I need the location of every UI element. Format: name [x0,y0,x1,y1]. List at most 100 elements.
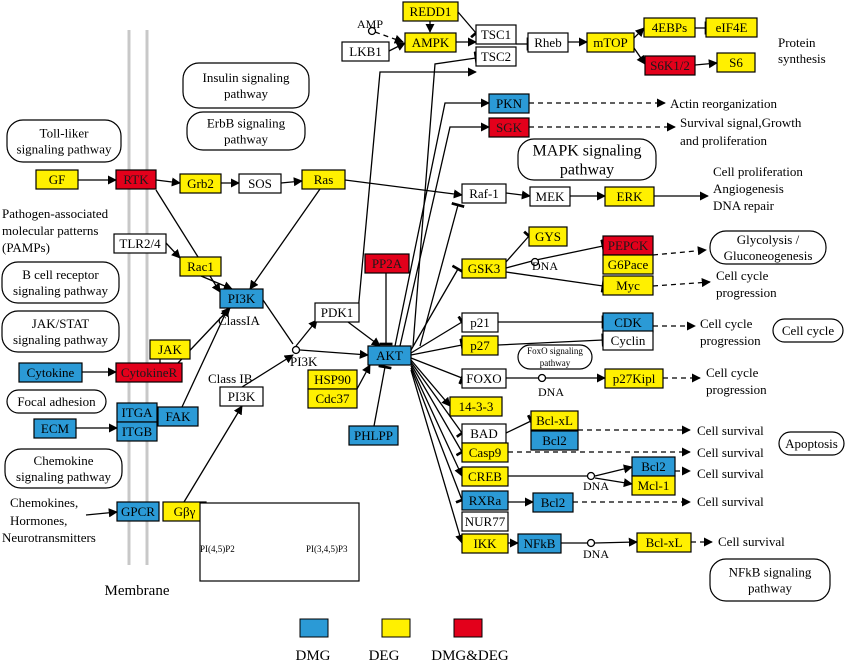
pathway-pill-frame [772,318,844,343]
edge-redd1-tsc1 [457,11,482,39]
amp-junction [367,26,377,36]
gene-node-p27kipl: p27Kipl [604,368,664,389]
edge-amp-ampk [374,31,404,44]
p27kipl-output-label-2: progression [706,382,767,397]
gene-box [219,288,264,309]
gene-box [631,475,676,496]
pathway-text: signaling pathway [13,332,108,347]
gene-node-ras: Ras [301,169,346,190]
gene-node-pkn: PKN [488,93,530,114]
gene-label: TSC2 [481,49,511,64]
pathway-text: B cell receptor [22,267,99,282]
gene-box [461,511,509,532]
pathway-apoptosis: Apoptosis [778,431,845,456]
gene-box [461,466,509,487]
gene-box [179,173,222,194]
gene-label: Cdc37 [316,391,350,406]
pathway-text: NFkB signaling [729,565,812,580]
gene-node-creb: CREB [461,466,509,487]
inset-pi45p2-label: PI(4,5)P2 [200,544,235,554]
gene-label: CDK [614,315,642,330]
myc-output-label-1: Cell cycle [716,268,769,283]
gene-label: GYS [535,229,561,244]
gene-node-casp9: Casp9 [461,442,509,463]
pathway-text: signaling pathway [17,142,112,157]
gene-node-phlpp: PHLPP [348,425,399,446]
gene-label: Bcl2 [641,459,666,474]
edge-dna-bclxl2 [594,537,638,547]
pathway-pill-frame [1,261,120,304]
gene-label: GF [49,172,66,187]
gene-box [18,362,83,383]
gene-label: Rac1 [187,259,214,274]
edge-pi3k-junction [262,299,294,345]
gene-node-pdk1: PDK1 [314,302,360,323]
gene-node-gsk3: GSK3 [461,258,507,279]
gene-label: Gβγ [174,504,196,519]
legend-item-deg: DEG [369,618,411,664]
gene-box [35,169,79,190]
gene-label: Bcl-xL [536,413,573,428]
edge-dna-bcl2b [594,464,633,477]
gene-label: PP2A [372,256,403,271]
legend-item-dmg: DMG [295,618,331,664]
gene-label: LKB1 [349,44,382,59]
pathway-text: Focal adhesion [17,394,96,409]
gene-label: Cyclin [611,333,646,348]
gene-label: Bcl-xL [646,535,683,550]
gene-box [528,226,568,247]
gene-label: JAK [158,342,182,357]
free-labels: AMP Protein synthesis Actin reorganizati… [2,17,826,561]
edge-gsk3-gys [505,230,535,263]
gene-node-pepck: PEPCK [602,235,654,256]
gene-label: S6 [729,55,743,70]
gene-node-1433: 14-3-3 [449,396,503,417]
pathway-text: pathway [224,86,269,101]
gene-label: AKT [376,348,403,363]
edge-gby-pi3kb [183,405,243,503]
gene-box [179,256,222,277]
edge-rac1-pi3k [200,275,233,291]
edge-akt-creb [410,365,463,477]
gene-box [602,330,654,351]
pathway-pill-frame [6,389,107,414]
gene-box [115,362,183,383]
edge-akt-tsc2 [412,51,479,347]
gene-box [644,55,696,76]
gene-box [488,93,530,114]
edge-akt-gsk3 [410,264,465,351]
classib-label: Class IB [208,371,253,386]
edge-p27-cyclin [497,333,605,347]
gene-label: Mcl-1 [638,478,670,493]
gene-node-myc: Myc [602,275,654,296]
pathway-text: pathway [560,162,614,179]
gene-box [113,233,167,254]
gene-node-gf: GF [35,169,79,190]
edge-akt-rxra [410,367,469,504]
actin-label: Actin reorganization [670,96,777,111]
dna-gsk-dot [530,257,540,267]
legend-swatch [299,618,329,638]
gene-box [602,254,654,275]
gene-box [301,169,346,190]
pathway-text: Insulin signaling [202,70,290,85]
edge-gsk3-myc [505,271,606,293]
gene-label: PI3K [228,291,256,306]
pathway-pill-frame [517,138,657,181]
gene-node-jak: JAK [149,339,191,360]
gene-node-cdk: CDK [602,312,654,333]
gene-node-cyclin: Cyclin [602,330,654,351]
edge-hsp90-akt [356,364,371,390]
cell-survival-nfkb-label: Cell survival [718,534,785,549]
edge-bad-bclxl [505,414,536,434]
gene-node-rheb: Rheb [527,32,569,53]
gene-label: eIF4E [716,20,748,35]
gene-node-s6: S6 [716,52,756,73]
gene-label: Casp9 [469,445,502,460]
